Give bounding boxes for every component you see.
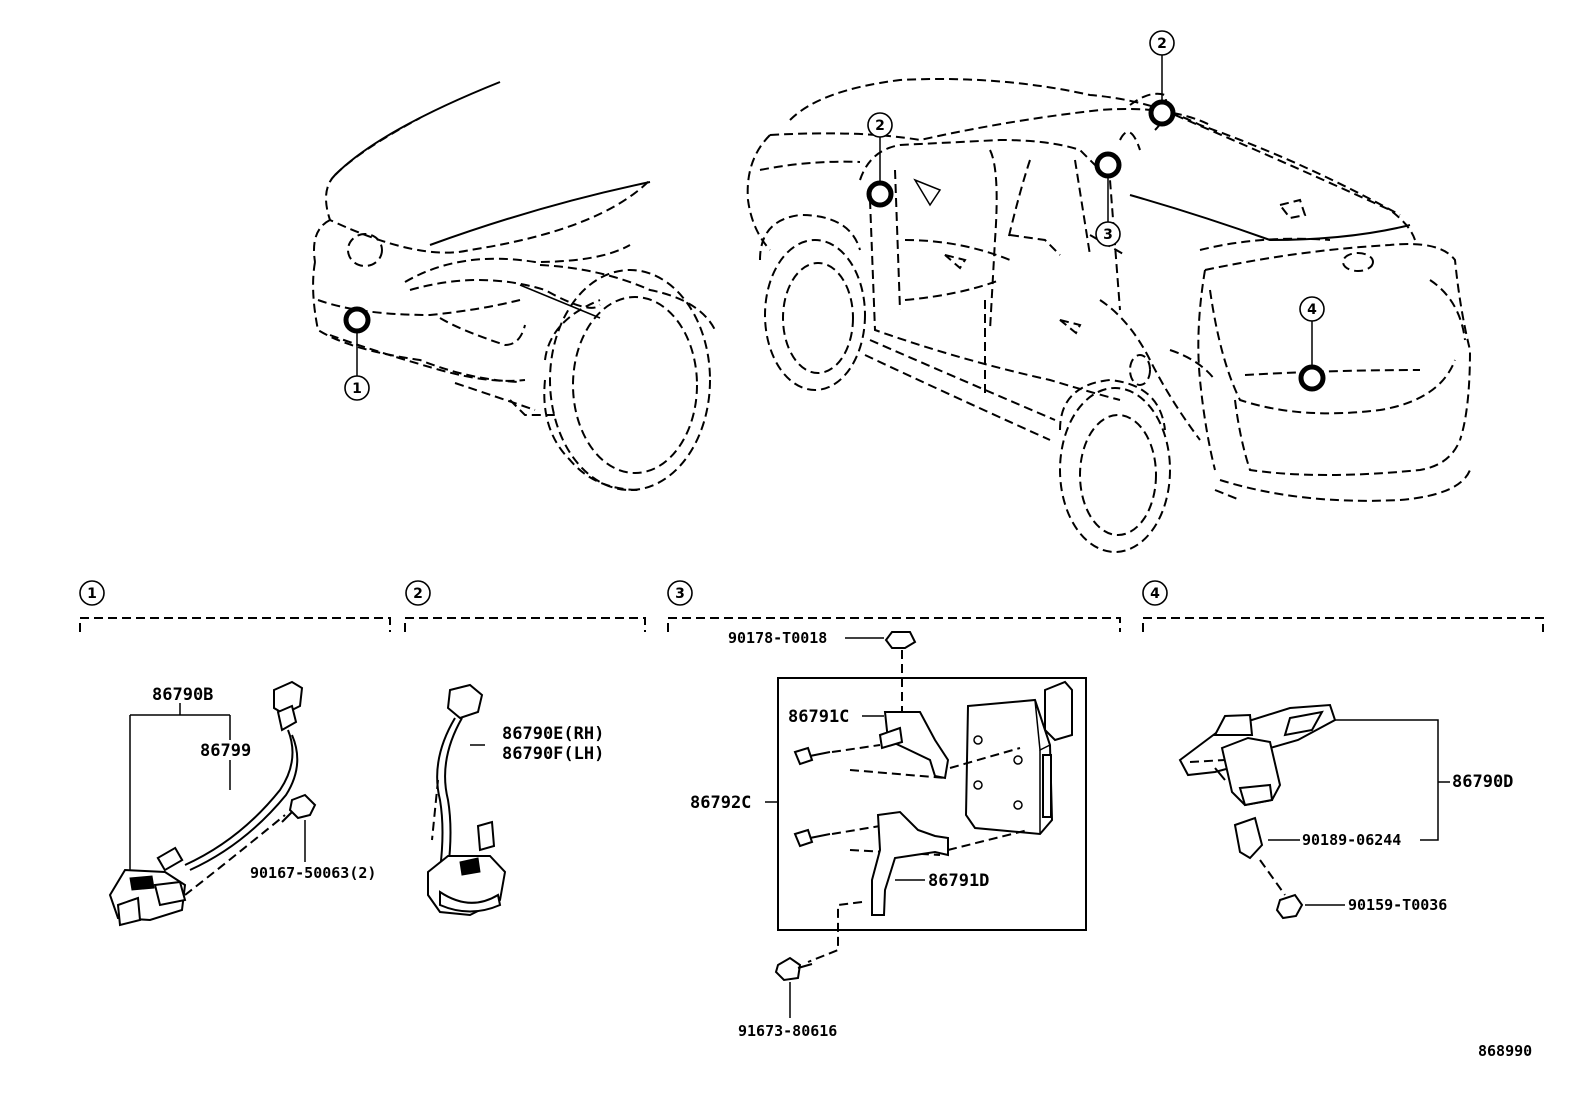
section-1-callout: 1 <box>87 586 97 602</box>
label-90189-06244: 90189-06244 <box>1302 831 1401 849</box>
section-headers: 1 2 3 4 <box>79 580 1544 632</box>
front-vehicle-illustration <box>312 81 716 491</box>
section-3-callout: 3 <box>675 586 685 602</box>
marker-callout-1: 1 <box>352 381 362 397</box>
marker-control-unit <box>1094 151 1122 179</box>
label-86791C: 86791C <box>788 707 849 727</box>
label-86792C: 86792C <box>690 793 751 813</box>
marker-rear-camera <box>1298 364 1326 392</box>
control-unit-assembly-box <box>777 677 1087 931</box>
section-4-bracket <box>1142 617 1544 632</box>
bolt-90167 <box>288 793 317 820</box>
clip-90189 <box>1233 816 1264 860</box>
nut-90178 <box>884 631 917 649</box>
section-1-bracket <box>79 617 391 632</box>
section-3-parts: 90178-T0018 86791C 86791D 86792C <box>690 629 1087 1040</box>
bracket-86791D <box>871 810 949 916</box>
label-90159-T0036: 90159-T0036 <box>1348 896 1447 914</box>
section-1-parts: 86790B 86799 90167-50063(2) <box>108 680 376 927</box>
screw-90159 <box>1275 893 1304 920</box>
marker-front-camera <box>343 306 371 334</box>
marker-callout-3: 3 <box>1103 227 1113 243</box>
section-4-callout: 4 <box>1150 586 1160 602</box>
control-unit-ecu <box>964 698 1054 836</box>
label-86799: 86799 <box>200 741 251 761</box>
marker-callout-2a: 2 <box>875 118 885 134</box>
label-90167-50063: 90167-50063(2) <box>250 864 376 882</box>
label-86790B: 86790B <box>152 685 213 705</box>
bolt-91673 <box>774 956 802 982</box>
section-3-bracket <box>667 617 1121 632</box>
label-90178-T0018: 90178-T0018 <box>728 629 827 647</box>
section-2-parts: 86790E(RH) 86790F(LH) <box>427 683 604 917</box>
side-camera-connector <box>446 683 484 720</box>
label-86790E: 86790E(RH) <box>502 724 604 744</box>
figure-id: 868990 <box>1478 1042 1532 1060</box>
section-2-bracket <box>404 617 646 632</box>
marker-callout-4: 4 <box>1307 302 1317 318</box>
marker-callout-2b: 2 <box>1157 36 1167 52</box>
section-4-parts: 90189-06244 86790D 90159-T0036 <box>1178 703 1513 920</box>
marker-side-camera-left <box>866 180 894 208</box>
marker-side-camera-right <box>1148 99 1176 127</box>
label-86791D: 86791D <box>928 871 989 891</box>
location-markers: 1 2 2 3 4 <box>343 30 1326 401</box>
label-86790D: 86790D <box>1452 772 1513 792</box>
label-91673-80616: 91673-80616 <box>738 1022 837 1040</box>
label-86790F: 86790F(LH) <box>502 744 604 764</box>
section-2-callout: 2 <box>413 586 423 602</box>
rear-vehicle-illustration <box>746 78 1472 553</box>
harness-connector <box>273 680 304 716</box>
